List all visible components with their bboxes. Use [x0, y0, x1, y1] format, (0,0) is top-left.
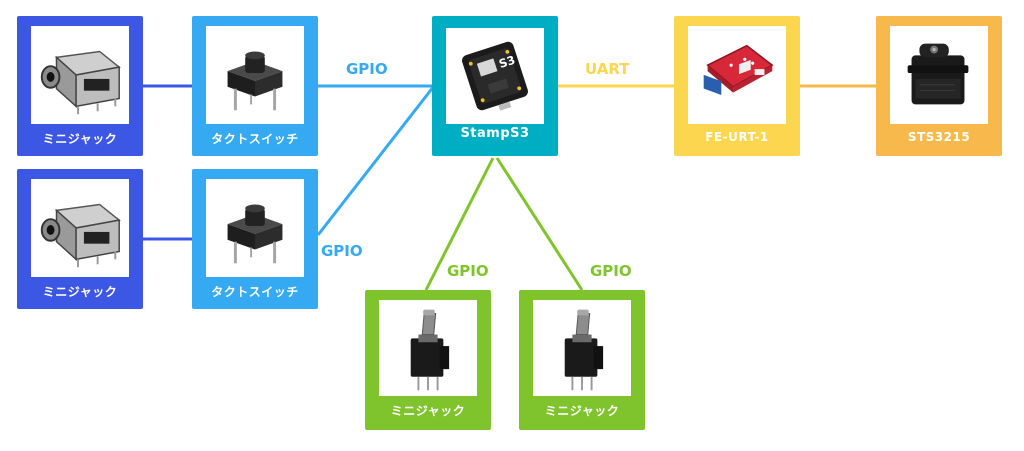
jack-thumbnail	[31, 179, 129, 277]
node-label: STS3215	[907, 130, 971, 144]
node-label: タクトスイッチ	[211, 132, 299, 146]
tact-switch-thumbnail	[206, 26, 304, 124]
wire-stamp-toggle2	[495, 157, 584, 291]
servo-driver-board-icon	[703, 44, 774, 95]
node-label: ミニジャック	[390, 404, 466, 418]
servo-motor-icon	[907, 43, 969, 105]
node-label: ミニジャック	[42, 132, 118, 146]
jack-thumbnail	[31, 26, 129, 124]
fe-urt-1-thumbnail	[688, 26, 786, 124]
sts3215-thumbnail	[890, 26, 988, 124]
node-sts3215: STS3215	[876, 16, 1002, 156]
node-tact-switch-2: タクトスイッチ	[192, 169, 318, 309]
node-toggle-switch-1: ミニジャック	[365, 290, 491, 430]
node-label: FE-URT-1	[705, 130, 769, 144]
node-label: StampS3	[460, 126, 530, 141]
node-tact-switch-1: タクトスイッチ	[192, 16, 318, 156]
audio-jack-icon	[40, 50, 121, 115]
node-label: ミニジャック	[544, 404, 620, 418]
toggle-switch-thumbnail	[379, 300, 477, 396]
wire-label-gpio-bottom-right: GPIO	[590, 262, 632, 280]
node-jack-1: ミニジャック	[17, 16, 143, 156]
wire-stamp-toggle1	[424, 157, 495, 291]
wire-label-gpio-top: GPIO	[346, 60, 388, 78]
node-fe-urt-1: FE-URT-1	[674, 16, 800, 156]
stamps3-chip-text: S3	[497, 53, 517, 71]
node-label: タクトスイッチ	[211, 285, 299, 299]
wire-label-uart: UART	[585, 60, 630, 78]
node-label: ミニジャック	[42, 285, 118, 299]
wire-switch2-stamp	[316, 85, 436, 236]
toggle-switch-icon	[410, 309, 450, 391]
toggle-switch-icon	[564, 309, 604, 391]
tact-switch-icon	[227, 204, 283, 264]
node-stamps3: S3 StampS3	[432, 16, 558, 156]
stamps3-board-icon: S3	[462, 41, 528, 111]
tact-switch-thumbnail	[206, 179, 304, 277]
toggle-switch-thumbnail	[533, 300, 631, 396]
stamps3-thumbnail: S3	[446, 28, 544, 124]
wire-label-gpio-left: GPIO	[321, 242, 363, 260]
audio-jack-icon	[40, 203, 121, 268]
wire-label-gpio-bottom-left: GPIO	[447, 262, 489, 280]
node-toggle-switch-2: ミニジャック	[519, 290, 645, 430]
tact-switch-icon	[227, 51, 283, 111]
node-jack-2: ミニジャック	[17, 169, 143, 309]
